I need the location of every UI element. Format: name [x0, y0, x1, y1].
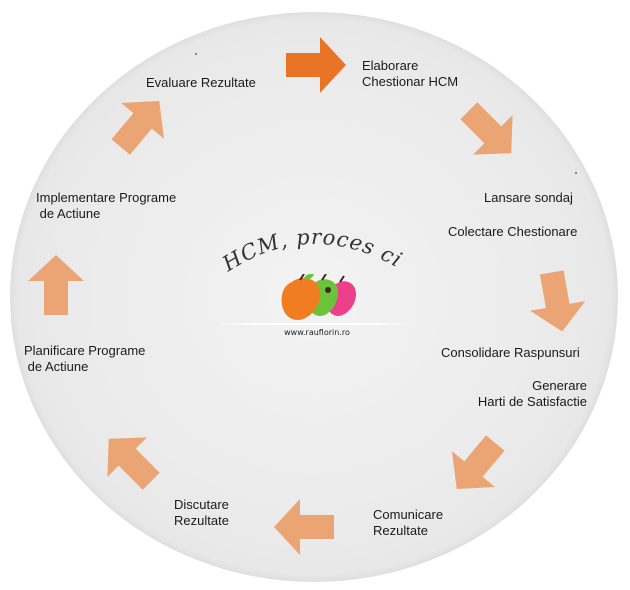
step-consolidare-label: Consolidare Raspunsuri — [441, 345, 580, 360]
step-comunicare-label: Comunicare Rezultate — [373, 507, 444, 538]
dot-mark — [195, 53, 197, 55]
step-lansare-label: Lansare sondaj — [484, 190, 573, 205]
step-elaborare-label: Elaborare Chestionar HCM — [362, 58, 459, 89]
step-planificare-label: Planificare Programe de Actiune — [24, 343, 146, 374]
step-implementare-label: Implementare Programe de Actiune — [36, 190, 177, 221]
dot-mark — [575, 172, 577, 174]
step-colectare-label: Colectare Chestionare — [448, 224, 578, 239]
step-generare-label: Generare Harti de Satisfactie — [477, 378, 587, 409]
apples-logo — [281, 274, 356, 320]
site-url: www.rauflorin.ro — [284, 328, 350, 337]
step-discutare-label: Discutare Rezultate — [174, 497, 229, 528]
divider-line — [215, 323, 415, 325]
step-evaluare-label: Evaluare Rezultate — [146, 75, 256, 90]
